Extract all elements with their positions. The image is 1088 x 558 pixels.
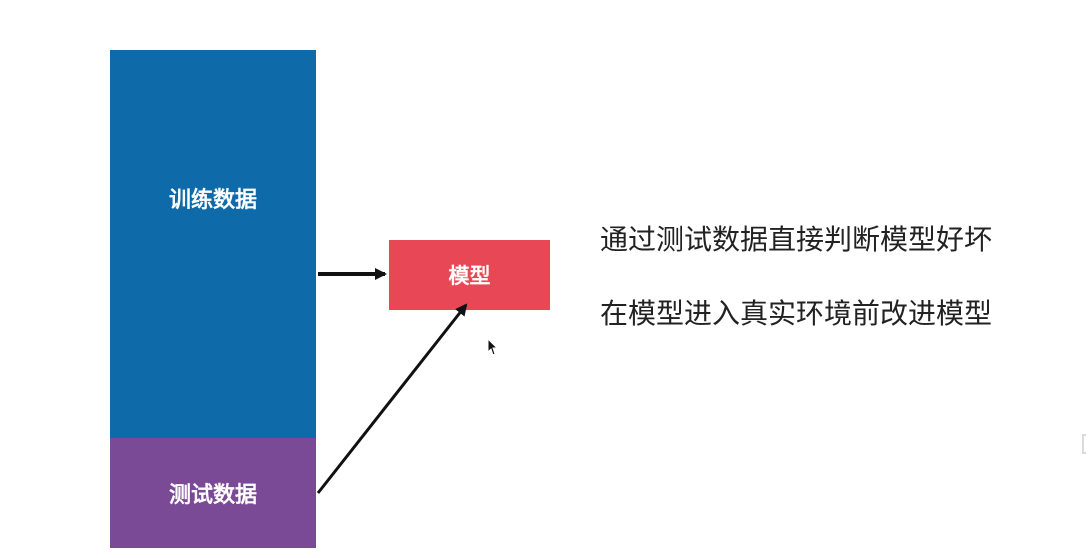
- training-data-label: 训练数据: [168, 188, 257, 213]
- model-label: 模型: [448, 264, 491, 288]
- edge-bracket-icon: [1082, 434, 1086, 454]
- training-data-block: 训练数据: [110, 50, 316, 438]
- test-data-block: 测试数据: [110, 438, 316, 548]
- cropped-title-fragment: ▪ ▪▪▪▪▪ ▪ ▪▪▪▪▪ ▪▪ ▪▪▪: [40, 0, 900, 4]
- explanation-line-2: 在模型进入真实环境前改进模型: [600, 297, 993, 330]
- model-block: 模型: [389, 240, 550, 310]
- test-data-label: 测试数据: [168, 483, 257, 508]
- test-to-model-arrow: [316, 303, 468, 494]
- mouse-cursor-icon: [487, 338, 499, 356]
- explanation-line-1: 通过测试数据直接判断模型好坏: [600, 223, 993, 256]
